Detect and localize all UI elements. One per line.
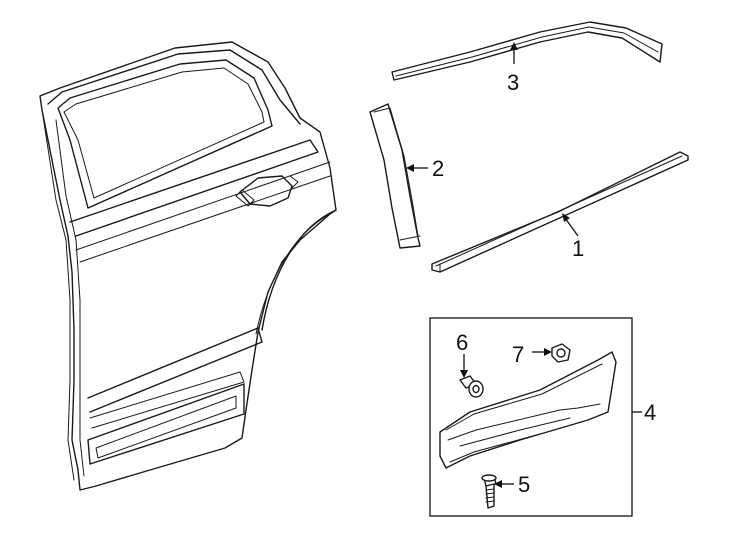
leader-arrow-6 xyxy=(460,354,468,378)
leader-arrow-2 xyxy=(406,164,428,172)
upper-frame-moulding xyxy=(391,21,663,81)
part-4-group-box xyxy=(429,317,633,517)
leader-arrow-1 xyxy=(562,213,579,237)
callout-5: 5 xyxy=(518,472,530,497)
callout-2: 2 xyxy=(432,156,444,181)
callout-6: 6 xyxy=(456,330,468,355)
push-nut xyxy=(551,343,571,363)
stud-fastener xyxy=(481,474,497,509)
callout-3: 3 xyxy=(507,70,519,95)
callout-1: 1 xyxy=(572,236,584,261)
leader-arrow-3 xyxy=(510,42,518,64)
callout-4: 4 xyxy=(644,400,656,425)
belt-moulding xyxy=(431,151,689,273)
callout-7: 7 xyxy=(512,342,524,367)
lower-door-moulding xyxy=(439,351,617,469)
pillar-applique xyxy=(369,103,421,249)
rear-door-shell xyxy=(39,41,337,491)
leader-arrow-5 xyxy=(494,480,514,488)
leader-arrow-7 xyxy=(532,348,552,356)
screw-with-washer xyxy=(459,375,484,398)
